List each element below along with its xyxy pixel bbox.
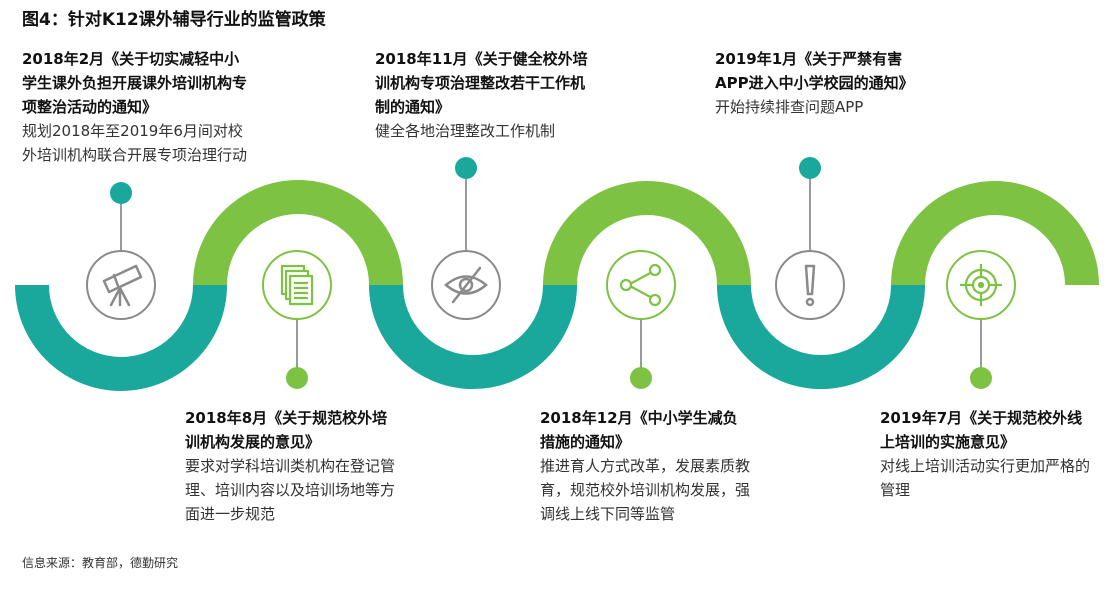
dot-1 (110, 182, 132, 204)
event-4-desc: 推进育人方式改革，发展素质教育，规范校外培训机构发展，强调线上线下同等监管 (540, 457, 751, 523)
event-block-2: 2018年8月《关于规范校外培训机构发展的意见》 要求对学科培训类机构在登记管理… (185, 406, 400, 526)
event-3-head: 2018年11月《关于健全校外培训机构专项治理整改若干工作机制的通知》 (375, 50, 588, 116)
wave-arc-3 (369, 284, 577, 389)
wave-arc-5 (717, 284, 925, 389)
figure-title: 图4：针对K12课外辅导行业的监管政策 (22, 10, 326, 30)
documents-icon (280, 264, 314, 306)
event-6-desc: 对线上培训活动实行更加严格的管理 (880, 457, 1091, 499)
wave-arc-6 (891, 181, 1099, 286)
event-block-5: 2019年1月《关于严禁有害APP进入中小学校园的通知》 开始持续排查问题APP (715, 47, 915, 119)
event-1-desc: 规划2018年至2019年6月间对校外培训机构联合开展专项治理行动 (22, 122, 248, 164)
telescope-icon (102, 264, 143, 307)
eye-slash-icon (444, 266, 488, 304)
icon-ring-5 (775, 250, 845, 320)
dot-4 (630, 367, 652, 389)
icon-ring-4 (606, 250, 676, 320)
dot-5 (799, 157, 821, 179)
event-3-desc: 健全各地治理整改工作机制 (375, 122, 556, 140)
event-4-head: 2018年12月《中小学生减负措施的通知》 (540, 409, 738, 451)
wave-arc-4 (543, 181, 751, 286)
event-block-6: 2019年7月《关于规范校外线上培训的实施意见》 对线上培训活动实行更加严格的管… (880, 406, 1090, 502)
event-block-3: 2018年11月《关于健全校外培训机构专项治理整改若干工作机制的通知》 健全各地… (375, 47, 590, 143)
source-note: 信息来源：教育部，德勤研究 (22, 556, 179, 570)
dot-3 (455, 157, 477, 179)
event-2-desc: 要求对学科培训类机构在登记管理、培训内容以及培训场地等方面进一步规范 (185, 457, 396, 523)
event-block-1: 2018年2月《关于切实减轻中小学生课外负担开展课外培训机构专项整治活动的通知》… (22, 47, 252, 167)
dot-6 (970, 367, 992, 389)
event-6-head: 2019年7月《关于规范校外线上培训的实施意见》 (880, 409, 1083, 451)
dot-2 (286, 367, 308, 389)
share-icon (619, 263, 662, 307)
event-block-4: 2018年12月《中小学生减负措施的通知》 推进育人方式改革，发展素质教育，规范… (540, 406, 750, 526)
event-2-head: 2018年8月《关于规范校外培训机构发展的意见》 (185, 409, 388, 451)
event-5-desc: 开始持续排查问题APP (715, 98, 864, 116)
exclamation-icon (804, 264, 816, 307)
wave-arc-1 (15, 284, 227, 391)
event-5-head: 2019年1月《关于严禁有害APP进入中小学校园的通知》 (715, 50, 914, 92)
event-1-head: 2018年2月《关于切实减轻中小学生课外负担开展课外培训机构专项整治活动的通知》 (22, 50, 248, 116)
wave-arc-2 (193, 180, 403, 286)
target-icon (960, 264, 1002, 306)
